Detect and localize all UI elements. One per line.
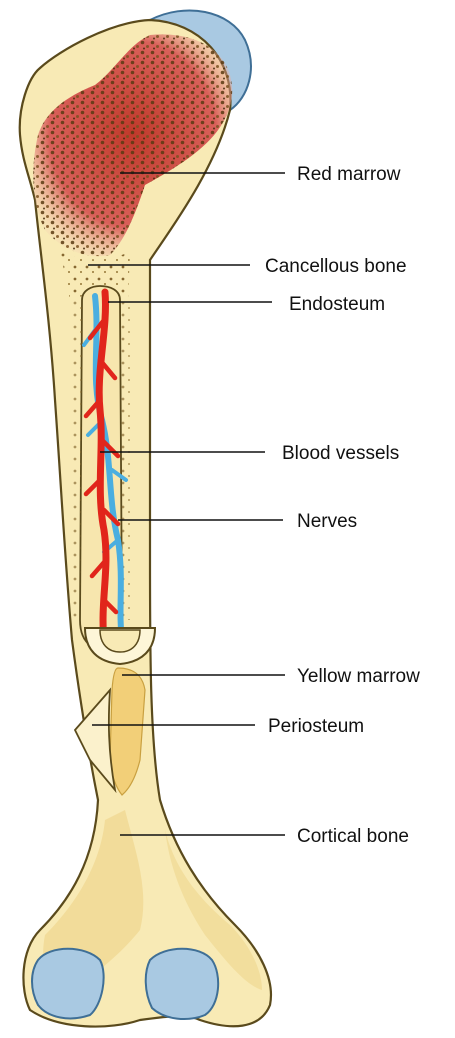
label-nerves: Nerves <box>297 511 357 532</box>
label-cancellous-bone: Cancellous bone <box>265 256 407 277</box>
label-yellow-marrow: Yellow marrow <box>297 666 420 687</box>
label-cortical-bone: Cortical bone <box>297 826 409 847</box>
label-red-marrow: Red marrow <box>297 164 401 185</box>
endosteum-specks <box>70 300 82 620</box>
lateral-condyle-cartilage <box>146 949 218 1019</box>
label-blood-vessels: Blood vessels <box>282 443 399 464</box>
label-endosteum: Endosteum <box>289 294 385 315</box>
medial-condyle-cartilage <box>32 949 104 1019</box>
label-periosteum: Periosteum <box>268 716 364 737</box>
